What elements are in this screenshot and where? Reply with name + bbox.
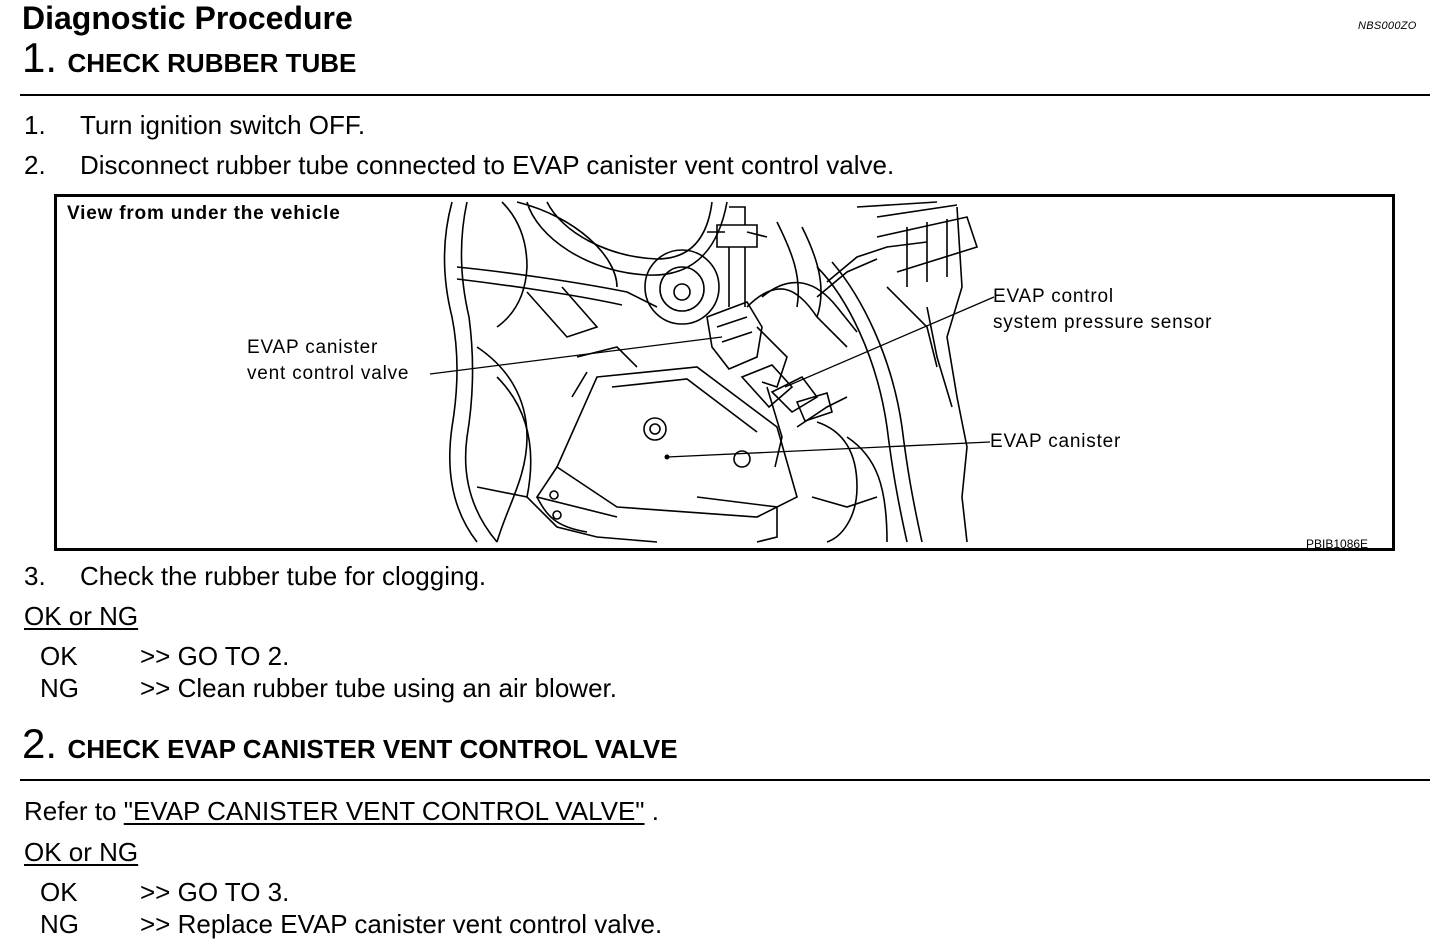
result-text: >> Clean rubber tube using an air blower… — [140, 673, 617, 703]
step-2-heading: 2. CHECK EVAP CANISTER VENT CONTROL VALV… — [22, 722, 678, 766]
vent-control-valve-label: EVAP canister vent control valve — [247, 335, 409, 387]
result-key: OK — [40, 641, 78, 671]
label-line: EVAP control — [993, 286, 1114, 307]
figure-caption: View from under the vehicle — [67, 203, 341, 224]
instruction-number: 3. — [24, 561, 46, 591]
result-key: NG — [40, 673, 79, 703]
evap-canister-label: EVAP canister — [990, 431, 1122, 452]
instruction-number: 1. — [24, 110, 46, 140]
step-2-number: 2. — [22, 720, 58, 767]
ok-ng-heading: OK or NG — [24, 601, 139, 631]
instruction-text: Check the rubber tube for clogging. — [80, 561, 487, 591]
section-divider — [20, 94, 1430, 96]
section-divider — [20, 779, 1430, 781]
page-title: Diagnostic Procedure — [22, 0, 353, 36]
reference-link[interactable]: "EVAP CANISTER VENT CONTROL VALVE" — [123, 796, 645, 826]
step-2-title: CHECK EVAP CANISTER VENT CONTROL VALVE — [67, 734, 678, 764]
result-row: OK >> GO TO 3. — [40, 877, 289, 907]
result-key: NG — [40, 909, 79, 939]
pressure-sensor-label: EVAP control system pressure sensor — [993, 284, 1212, 336]
instruction-item: 1. Turn ignition switch OFF. — [24, 110, 365, 140]
result-key: OK — [40, 877, 78, 907]
instruction-item: 3. Check the rubber tube for clogging. — [24, 561, 486, 591]
instruction-number: 2. — [24, 150, 46, 180]
result-text: >> GO TO 3. — [140, 877, 290, 907]
document-code: NBS000ZO — [1358, 20, 1417, 32]
reference-suffix: . — [651, 796, 659, 826]
instruction-text: Disconnect rubber tube connected to EVAP… — [80, 150, 895, 180]
result-text: >> GO TO 2. — [140, 641, 290, 671]
step-1-title: CHECK RUBBER TUBE — [67, 48, 357, 78]
ok-ng-heading: OK or NG — [24, 837, 139, 867]
instruction-item: 2. Disconnect rubber tube connected to EV… — [24, 150, 894, 180]
result-row: NG >> Clean rubber tube using an air blow… — [40, 673, 617, 703]
reference-line: Refer to "EVAP CANISTER VENT CONTROL VAL… — [24, 796, 659, 826]
instruction-text: Turn ignition switch OFF. — [80, 110, 366, 140]
result-row: OK >> GO TO 2. — [40, 641, 289, 671]
evap-canister-illustration — [429, 201, 995, 543]
result-text: >> Replace EVAP canister vent control va… — [140, 909, 663, 939]
reference-prefix: Refer to — [24, 796, 117, 826]
label-line: EVAP canister — [247, 337, 379, 358]
label-line: vent control valve — [247, 363, 410, 384]
figure-code: PBIB1086E — [1306, 537, 1369, 551]
label-line: system pressure sensor — [993, 312, 1213, 333]
evap-component-figure: View from under the vehicle EVAP caniste… — [54, 194, 1395, 551]
step-1-number: 1. — [22, 34, 58, 81]
step-1-heading: 1. CHECK RUBBER TUBE — [22, 36, 356, 80]
result-row: NG >> Replace EVAP canister vent control … — [40, 909, 662, 939]
